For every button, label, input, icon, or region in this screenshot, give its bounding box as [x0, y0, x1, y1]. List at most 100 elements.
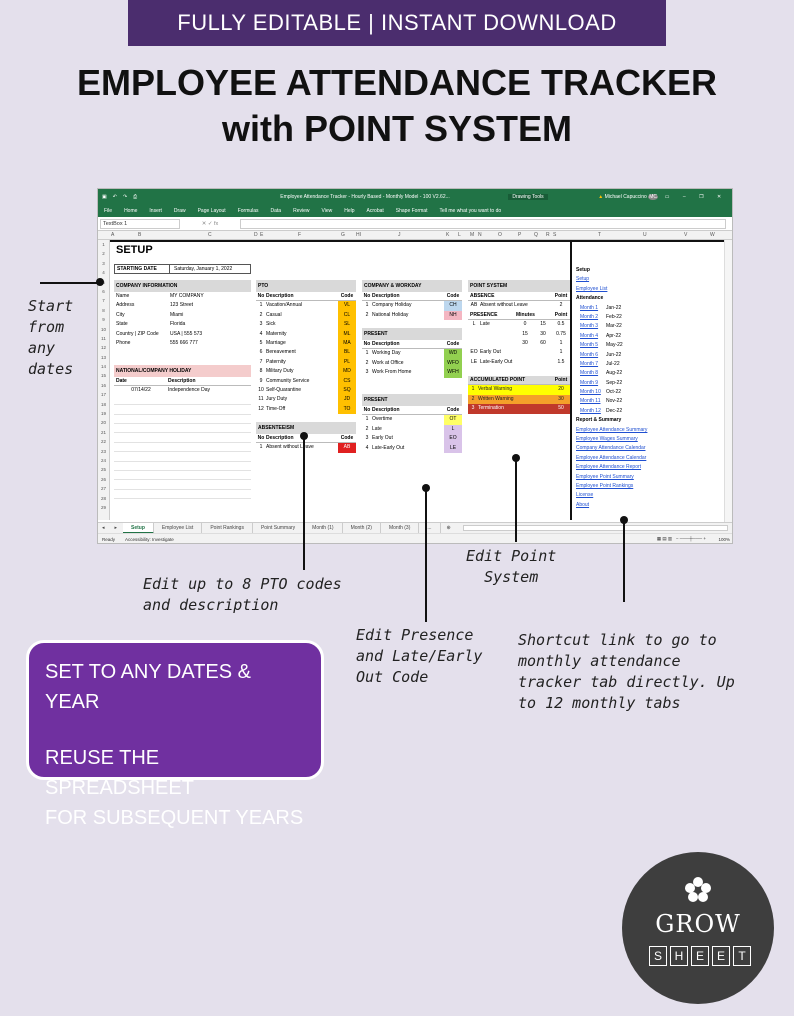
nav-link-report[interactable]: Employee Point Rankings: [576, 482, 634, 489]
pto-code[interactable]: ML: [338, 329, 356, 339]
pto-code[interactable]: PL: [338, 357, 356, 368]
ribbon-tab[interactable]: Formulas: [237, 207, 259, 214]
pto-desc[interactable]: Self-Quarantine: [266, 386, 302, 393]
pto-code[interactable]: SQ: [338, 385, 356, 396]
accumulated-point[interactable]: 30: [558, 395, 564, 402]
row-header[interactable]: 4: [102, 270, 105, 276]
present1-desc[interactable]: Work From Home: [372, 369, 412, 376]
formula-input[interactable]: [240, 218, 726, 229]
row-header[interactable]: 11: [101, 335, 106, 341]
minimize-icon[interactable]: –: [682, 193, 686, 200]
next-sheet-icon[interactable]: ▸: [114, 525, 118, 531]
sheet-tab[interactable]: Point Rankings: [202, 522, 253, 534]
vertical-scrollbar[interactable]: [724, 240, 732, 522]
column-header[interactable]: B: [138, 232, 142, 238]
ribbon-tab[interactable]: View: [321, 207, 333, 214]
present2-code[interactable]: OT: [444, 415, 462, 425]
sheet-tab[interactable]: Setup: [123, 522, 154, 534]
nav-link-month[interactable]: Month 6: [580, 351, 599, 358]
company-workday-desc[interactable]: Company Holiday: [372, 302, 412, 309]
company-info-value[interactable]: Florida: [170, 321, 186, 328]
worksheet-grid[interactable]: 1234567891011121314151617181920212223242…: [98, 240, 726, 520]
accumulated-desc[interactable]: Termination: [478, 405, 504, 412]
column-header[interactable]: V: [684, 232, 688, 238]
row-header[interactable]: 27: [100, 486, 106, 492]
company-workday-code[interactable]: CH: [444, 301, 462, 311]
company-info-value[interactable]: MY COMPANY: [170, 293, 204, 299]
column-header[interactable]: D: [254, 232, 258, 238]
presence-from[interactable]: 30: [522, 339, 528, 346]
column-header[interactable]: J: [398, 232, 401, 238]
column-header[interactable]: O: [498, 232, 502, 238]
nav-link-employee-list[interactable]: Employee List: [576, 285, 608, 292]
ribbon-tab[interactable]: Insert: [149, 207, 162, 214]
pto-code[interactable]: BL: [338, 348, 356, 358]
column-header[interactable]: W: [710, 232, 715, 238]
nav-link-report[interactable]: Employee Point Summary: [576, 473, 634, 480]
presence-from[interactable]: 0: [523, 321, 527, 328]
pto-desc[interactable]: Bereavement: [266, 349, 296, 356]
nav-link-month[interactable]: Month 7: [580, 360, 599, 367]
nav-link-report[interactable]: Employee Wages Summary: [576, 436, 638, 443]
pto-code[interactable]: CL: [338, 310, 356, 321]
column-header[interactable]: A: [111, 232, 115, 238]
row-header[interactable]: 28: [100, 495, 106, 501]
present1-desc[interactable]: Working Day: [372, 350, 401, 357]
redo-icon[interactable]: ↷: [122, 193, 128, 200]
ribbon-tab[interactable]: Acrobat: [366, 207, 384, 214]
pto-desc[interactable]: Sick: [266, 321, 276, 328]
pto-code[interactable]: VL: [338, 301, 356, 311]
nav-link-setup[interactable]: Setup: [576, 276, 590, 283]
nav-link-month[interactable]: Month 5: [580, 342, 599, 349]
pto-desc[interactable]: Time-Off: [266, 405, 286, 412]
nav-link-month[interactable]: Month 10: [580, 389, 601, 396]
present1-code[interactable]: WFO: [444, 358, 462, 369]
present2-desc[interactable]: Overtime: [372, 416, 393, 423]
absenteeism-code[interactable]: AB: [338, 443, 356, 453]
pto-desc[interactable]: Paternity: [266, 358, 286, 365]
sheet-tab[interactable]: Point Summary: [253, 522, 305, 534]
sheet-tab[interactable]: Month (2): [343, 522, 381, 534]
company-workday-code[interactable]: NH: [444, 310, 462, 321]
column-header[interactable]: H: [356, 232, 360, 238]
nav-link-month[interactable]: Month 12: [580, 407, 601, 414]
close-icon[interactable]: ✕: [717, 193, 722, 200]
absence-row[interactable]: AB Absent without Leave 2: [468, 301, 570, 310]
sheet-tab[interactable]: ...: [419, 522, 441, 534]
ribbon-tab[interactable]: File: [104, 207, 113, 214]
column-header[interactable]: U: [643, 232, 647, 238]
column-header[interactable]: G: [341, 232, 345, 238]
present2-code[interactable]: LE: [444, 443, 462, 453]
ribbon-tab[interactable]: Shape Format: [395, 207, 428, 214]
nav-link-month[interactable]: Month 1: [580, 304, 599, 311]
present2-desc[interactable]: Early Out: [372, 435, 393, 442]
row-header[interactable]: 20: [100, 420, 106, 426]
early-out-point[interactable]: 1.5: [557, 358, 565, 365]
ribbon-tab[interactable]: Review: [293, 207, 310, 214]
present1-code[interactable]: WD: [444, 349, 462, 359]
row-header[interactable]: 3: [102, 260, 105, 266]
presence-from[interactable]: 15: [522, 330, 528, 337]
present2-code[interactable]: EO: [444, 434, 462, 444]
column-header[interactable]: S: [553, 232, 557, 238]
column-header[interactable]: I: [360, 232, 362, 238]
row-header[interactable]: 17: [100, 392, 106, 398]
company-info-value[interactable]: 555 666 777: [170, 339, 198, 346]
nav-link-month[interactable]: Month 8: [580, 370, 599, 377]
row-header[interactable]: 6: [102, 288, 105, 294]
presence-to[interactable]: 30: [540, 330, 546, 337]
present2-desc[interactable]: Late: [372, 425, 382, 432]
row-header[interactable]: 2: [102, 251, 105, 257]
restore-icon[interactable]: ❐: [699, 193, 704, 200]
row-header[interactable]: 14: [100, 364, 106, 370]
row-header[interactable]: 7: [102, 298, 105, 304]
